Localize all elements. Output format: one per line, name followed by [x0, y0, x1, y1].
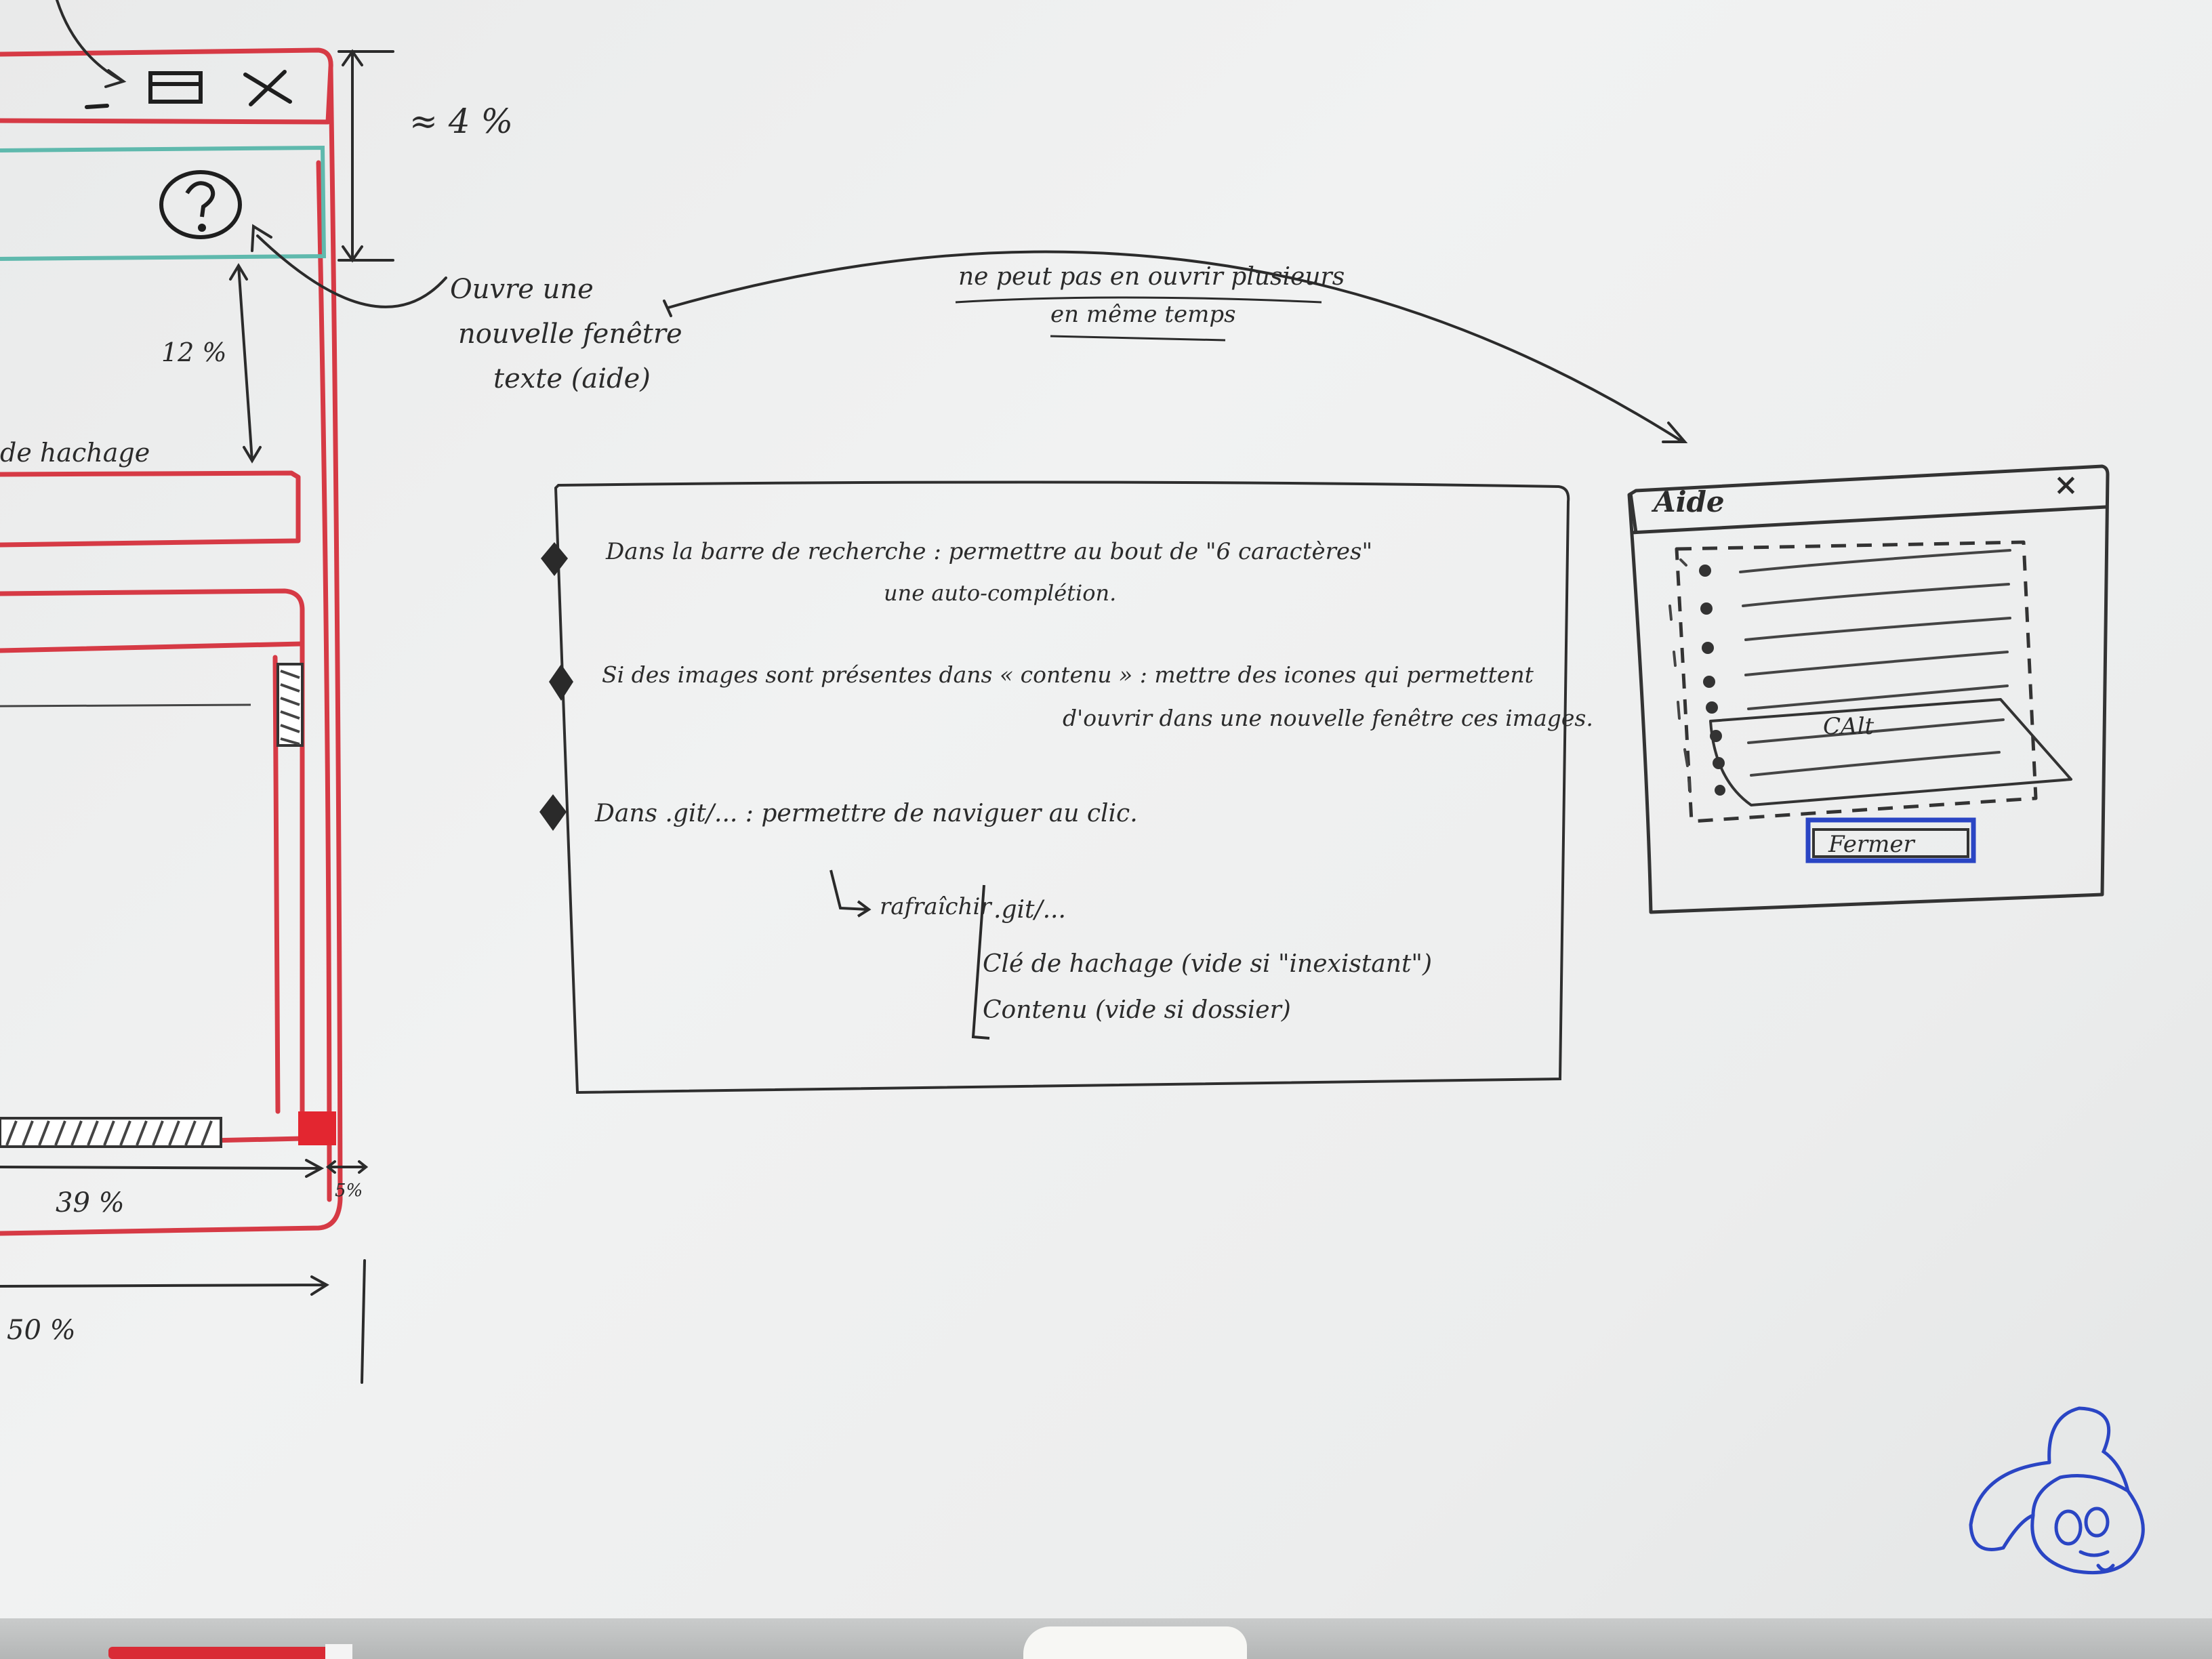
- maximize-icon: [148, 71, 203, 104]
- help-window-fermer-label: Fermer: [1828, 831, 1914, 858]
- help-window-bullets: [1699, 565, 1725, 796]
- help-window-selected-item: CAlt: [1823, 713, 1875, 740]
- help-window-list-lines: [1668, 549, 2011, 793]
- top-note-line-1: ne peut pas en ouvrir plusieurs: [958, 263, 1345, 291]
- help-fermer-button-sketch: [1805, 817, 1976, 863]
- refresh-item-git: .git/...: [994, 896, 1066, 924]
- eraser-cloth: [1023, 1626, 1247, 1659]
- requirements-box: [554, 480, 1570, 1094]
- requirement-2-line-1: Si des images sont présentes dans « cont…: [602, 661, 1534, 688]
- help-question-icon: [159, 170, 242, 239]
- requirement-1-line-1: Dans la barre de recherche : permettre a…: [606, 538, 1373, 565]
- dimension-label-top: 12 %: [161, 337, 227, 367]
- dimension-label-scroll: 5%: [335, 1181, 363, 1201]
- requirement-2-line-2: d'ouvrir dans une nouvelle fenêtre ces i…: [1063, 705, 1593, 731]
- sketched-scrollbars: [0, 663, 336, 1148]
- top-note-line-2: en même temps: [1050, 301, 1236, 328]
- close-icon: [243, 70, 292, 106]
- requirement-3-line-1: Dans .git/... : permettre de naviguer au…: [595, 800, 1138, 827]
- refresh-item-hash: Clé de hachage (vide si "inexistant"): [983, 950, 1433, 978]
- requirement-bullets: [539, 542, 573, 831]
- refresh-arrow: [830, 869, 872, 918]
- dimension-arrows: [0, 0, 1688, 1384]
- refresh-bracket: [971, 884, 990, 1040]
- red-marker: [108, 1647, 339, 1659]
- dimension-label-half: 50 %: [7, 1315, 76, 1346]
- field-label-hachage: de hachage: [0, 438, 150, 468]
- help-window-title: Aide: [1654, 485, 1725, 518]
- top-note-underline: [955, 296, 1322, 342]
- marker-cap: [325, 1644, 352, 1659]
- help-window-close-icon: ×: [2053, 468, 2078, 502]
- window-controls-sketch: [85, 70, 292, 109]
- dimension-label-header: ≈ 4 %: [409, 102, 514, 141]
- help-note-line-3: texte (aide): [493, 363, 651, 394]
- dimension-label-tree: 39 %: [56, 1187, 125, 1218]
- sketched-search-bar: [0, 145, 327, 261]
- help-note-line-1: Ouvre une: [450, 274, 594, 305]
- requirement-1-line-2: une auto-complétion.: [884, 580, 1117, 606]
- sketched-help-window: [1627, 464, 2110, 914]
- sketched-main-window: [0, 47, 343, 1236]
- help-note-line-2: nouvelle fenêtre: [458, 319, 682, 350]
- dog-doodle: [1969, 1406, 2145, 1575]
- refresh-label: rafraîchir: [880, 893, 991, 920]
- refresh-item-content: Contenu (vide si dossier): [983, 996, 1291, 1024]
- minimize-icon: [85, 104, 109, 109]
